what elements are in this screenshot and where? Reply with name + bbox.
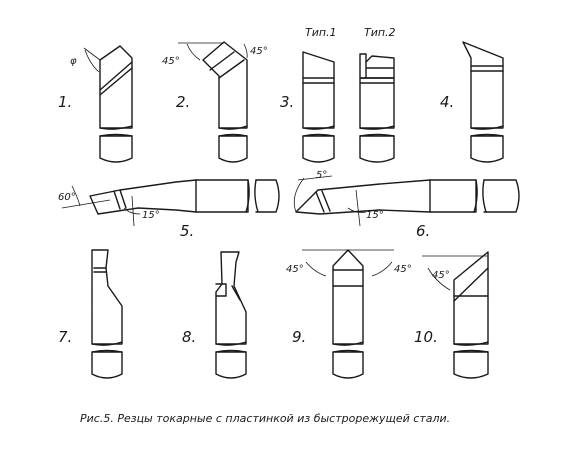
tool-2-angle-left: 45° (162, 56, 180, 67)
tool-5-number: 5. (180, 222, 194, 240)
tool-8: 8. (182, 251, 247, 379)
tool-9-angle-right: 45° (394, 264, 412, 275)
tool-6: 5° 15° 6. (293, 170, 520, 240)
tool-4: 4. (440, 41, 504, 163)
tool-8-number: 8. (182, 328, 196, 346)
tool-6-angle-5: 5° (316, 170, 327, 181)
tool-10-number: 10. (414, 328, 438, 346)
tool-4-number: 4. (440, 93, 454, 111)
tool-3-type-1-label: Тип.1 (305, 26, 337, 39)
tool-3-type-2-label: Тип.2 (364, 26, 396, 39)
tool-3: Тип.1 Тип.2 3. (280, 26, 396, 163)
tool-2-number: 2. (176, 93, 190, 111)
tool-5-angle-15: 15° (142, 210, 160, 221)
tool-9-angle-left: 45° (286, 264, 304, 275)
tool-5: 60° 15° 5. (58, 179, 280, 240)
tool-1-angle-label: φ (70, 56, 77, 67)
tool-1: φ 1. (58, 45, 133, 163)
tool-6-number: 6. (416, 222, 430, 240)
tool-3-number: 3. (280, 93, 294, 111)
tool-10-angle: 45° (432, 270, 450, 281)
tool-5-angle-60: 60° (58, 192, 76, 203)
tool-7-number: 7. (58, 328, 72, 346)
tool-2: 45° 45° 2. (162, 41, 268, 163)
figure-caption: Рис.5. Резцы токарные с пластинкой из бы… (80, 412, 450, 425)
tool-1-number: 1. (58, 93, 72, 111)
tool-6-angle-15: 15° (366, 210, 384, 221)
tool-10: 45° 10. (414, 251, 489, 379)
tool-9: 45° 45° 9. (286, 249, 412, 379)
tool-9-number: 9. (292, 328, 306, 346)
tool-7: 7. (58, 249, 123, 379)
tool-2-angle-right: 45° (250, 46, 268, 57)
